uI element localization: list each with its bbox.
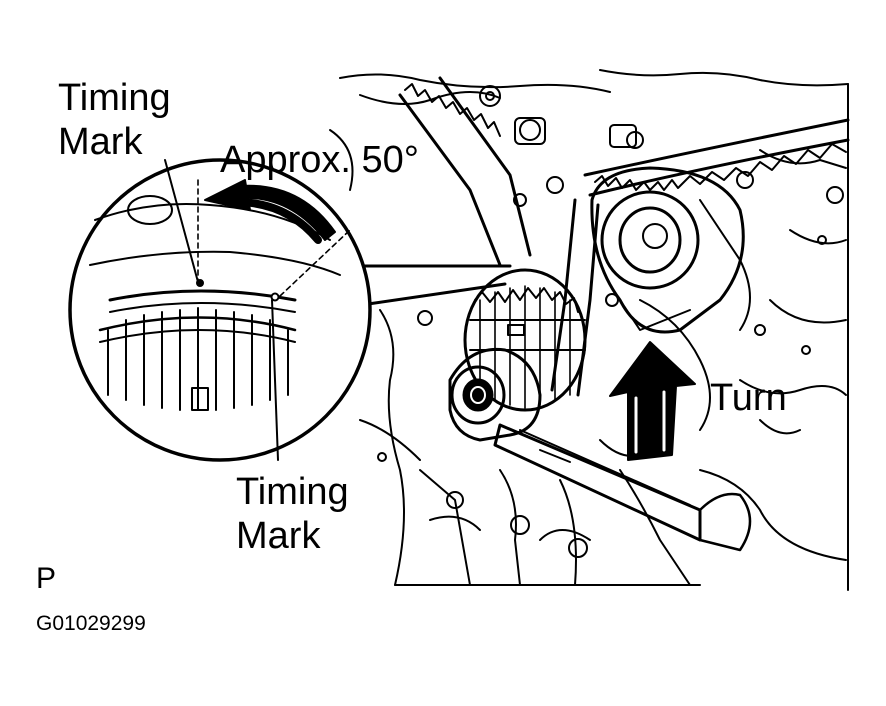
timing-mark-bottom-line2: Mark <box>236 515 321 557</box>
timing-mark-label-top: Timing Mark <box>58 76 171 164</box>
figure-code: G01029299 <box>36 612 146 635</box>
rotation-angle-label: Approx. 50° <box>220 139 419 181</box>
curved-arrow-icon <box>204 179 336 244</box>
wrench <box>448 347 752 552</box>
timing-mark-label-bottom: Timing Mark <box>236 470 349 558</box>
up-arrow-icon <box>609 341 696 461</box>
turn-label: Turn <box>710 377 787 419</box>
timing-mark-bottom-line1: Timing <box>236 471 349 513</box>
view-letter: P <box>36 562 57 595</box>
crankshaft-pulley <box>463 268 587 412</box>
timing-mark-top-line1: Timing <box>58 77 171 119</box>
timing-mark-top-line2: Mark <box>58 121 143 163</box>
engine-bolts <box>377 85 844 558</box>
idler-pulley <box>590 166 745 334</box>
detail-magnifier <box>68 158 512 462</box>
engine-block-lines <box>329 69 849 591</box>
